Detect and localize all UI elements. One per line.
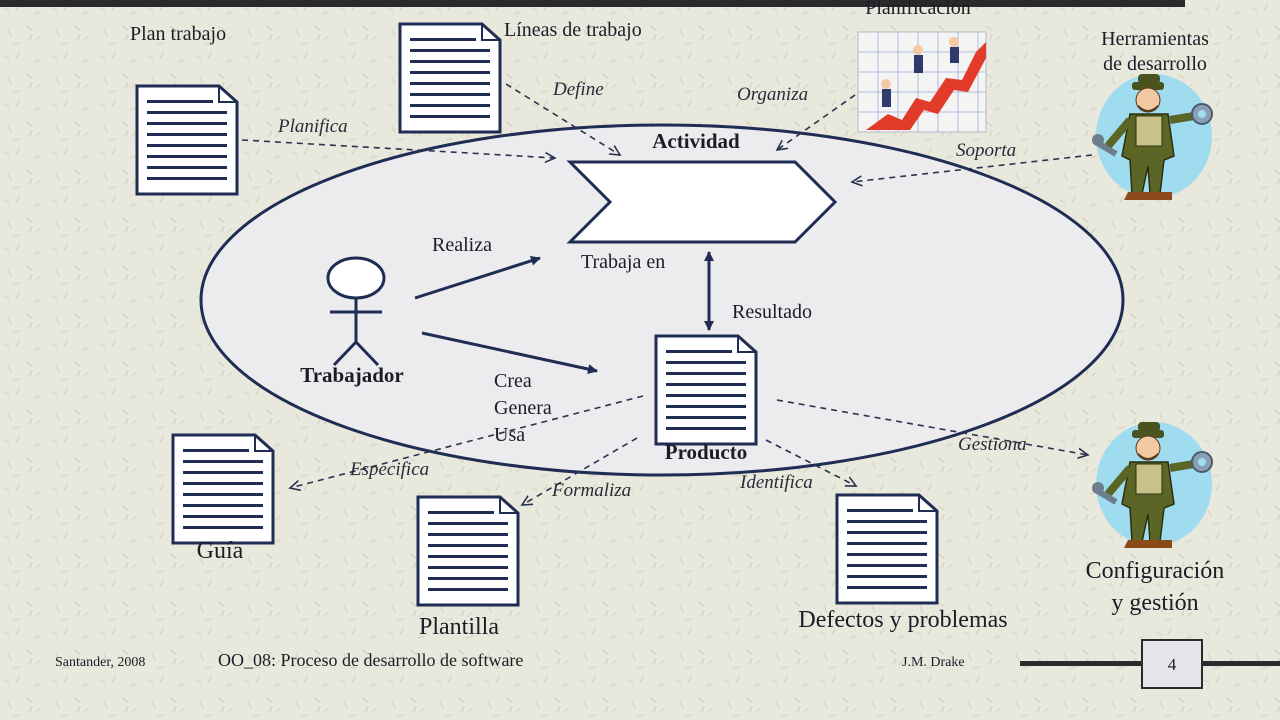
configuracion-label-line2: y gestión [1111,590,1198,616]
define-arrow [505,83,620,155]
usa-label: Usa [494,424,525,446]
gestiona-label: Gestiona [958,434,1027,455]
planifica-arrow [241,139,555,158]
trabajador-label: Trabajador [300,363,403,387]
crea-label: Crea [494,370,532,392]
footer-author: J.M. Drake [902,655,965,670]
identifica-arrow [765,439,856,486]
page-number: 4 [1168,655,1177,674]
trabajador-actor-icon [326,256,386,367]
footer-title: OO_08: Proceso de desarrollo de software [218,650,523,670]
organiza-label: Organiza [737,84,808,105]
activity-label: Actividad [652,129,740,153]
formaliza-label: Formaliza [551,480,631,501]
organiza-arrow [777,94,856,150]
trabaja-en-label: Trabaja en [581,251,665,273]
herramientas-label-line2: de desarrollo [1103,53,1207,75]
identifica-label: Identifica [739,472,813,493]
defectos-label: Defectos y problemas [798,607,1007,633]
crea-arrow [421,331,598,374]
especifica-label: Especifica [349,459,429,480]
planificacion-label: Planificación [865,0,971,19]
plantilla-label: Plantilla [419,614,499,640]
activity-shape [566,160,838,244]
configuracion-label-line1: Configuración [1086,558,1225,584]
footer-location-date: Santander, 2008 [55,655,145,670]
planifica-label: Planifica [277,116,348,137]
page-number-box [1141,639,1203,689]
top-bar [0,0,1185,7]
guia-document-icon [171,433,275,545]
process-ellipse [199,123,1125,477]
realiza-arrow [414,255,541,300]
plan-trabajo-document-icon [135,84,239,196]
producto-label: Producto [665,440,747,464]
planificacion-chart-icon [857,31,987,133]
footer-line-right [1202,661,1280,666]
genera-label: Genera [494,397,552,419]
defectos-document-icon [835,493,939,605]
lineas-trabajo-document-icon [398,22,502,134]
define-label: Define [552,79,604,100]
plan-trabajo-label: Plan trabajo [130,23,226,45]
resultado-label: Resultado [732,301,812,323]
lineas-trabajo-label: Líneas de trabajo [504,19,642,41]
especifica-arrow [290,395,644,488]
producto-document-icon [654,334,758,446]
plantilla-document-icon [416,495,520,607]
realiza-label: Realiza [432,234,492,256]
footer-line-left [1020,661,1142,666]
soporta-arrow [852,154,1093,182]
gestiona-arrow [776,399,1088,455]
herramientas-label-line1: Herramientas [1101,28,1209,50]
guia-label: Guía [197,538,244,564]
formaliza-arrow [522,437,638,505]
soporta-label: Soporta [956,140,1016,161]
